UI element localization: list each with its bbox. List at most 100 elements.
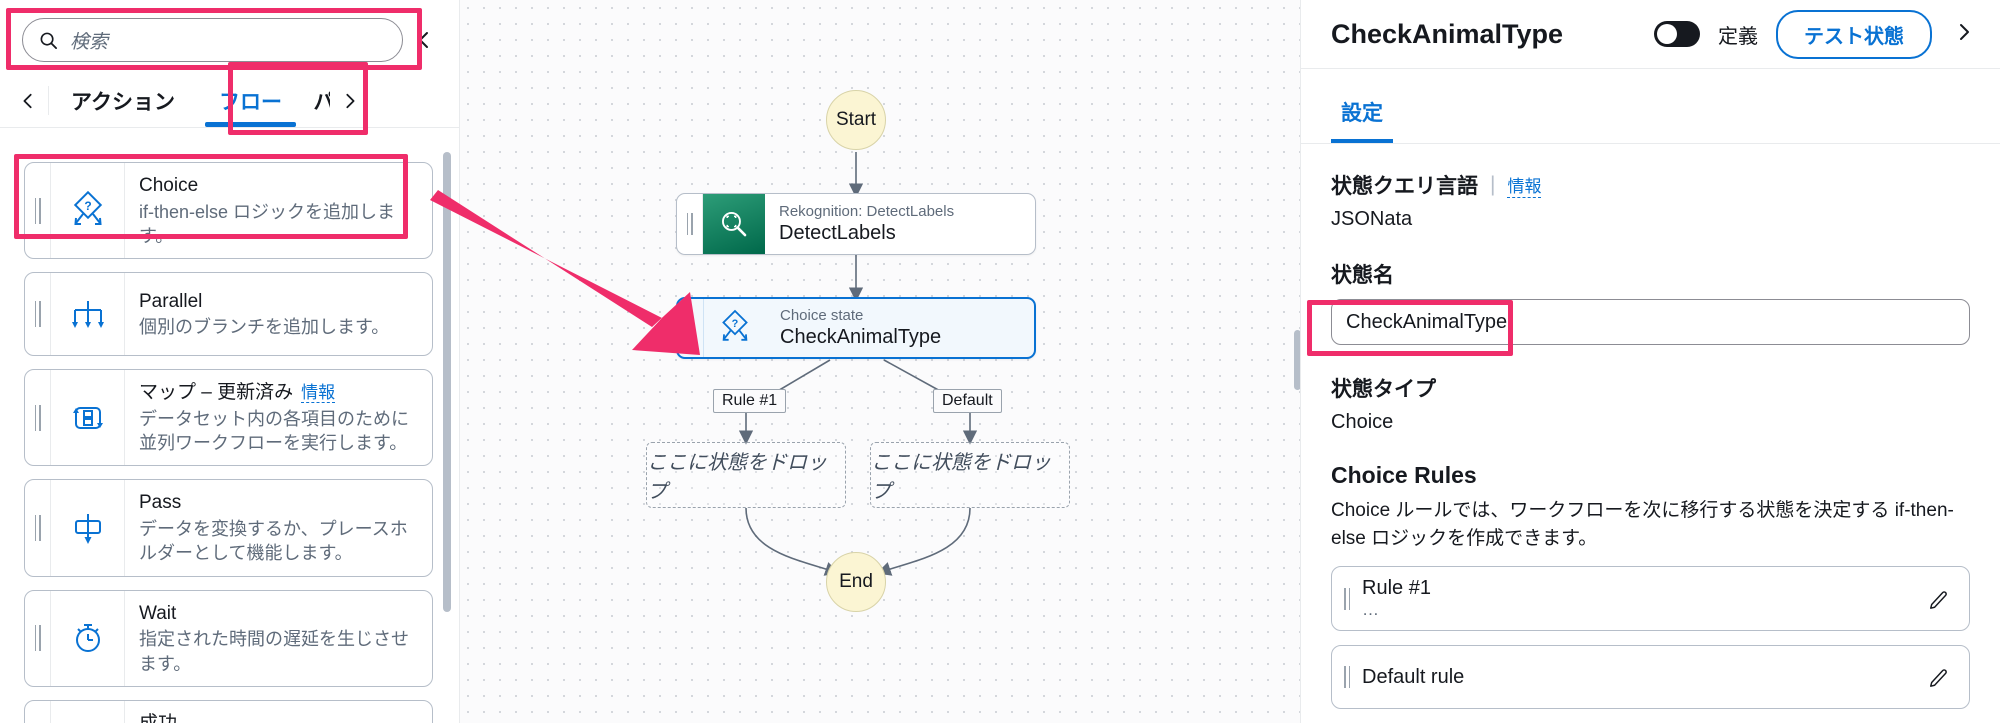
state-details-panel: CheckAnimalType 定義 テスト状態 設定 状態クエリ言語 | 情報… <box>1300 0 2000 723</box>
drag-handle-icon[interactable] <box>677 194 703 254</box>
drag-handle-icon[interactable] <box>678 299 704 357</box>
tab-flow[interactable]: フロー <box>197 74 304 127</box>
spacer <box>1331 434 1970 462</box>
state-name-input[interactable] <box>1331 299 1970 345</box>
tab-settings[interactable]: 設定 <box>1331 91 1393 143</box>
details-header: CheckAnimalType 定義 テスト状態 <box>1301 0 2000 69</box>
state-browser-panel: 検索 アクション フロー パ <box>0 0 460 723</box>
state-list: ? Choice if-then-else ロジックを追加します。 <box>0 150 459 723</box>
state-list-item-choice[interactable]: ? Choice if-then-else ロジックを追加します。 <box>24 162 433 260</box>
tabs-next-icon[interactable] <box>330 74 370 127</box>
state-title: マップ – 更新済み情報 <box>139 380 418 406</box>
state-title-text: マップ – 更新済み <box>139 382 294 404</box>
wait-clock-icon <box>51 590 125 686</box>
rule-subtitle: … <box>1362 600 1380 620</box>
info-link[interactable]: 情報 <box>301 383 336 404</box>
state-title: 成功 <box>139 711 418 723</box>
state-desc: データセット内の各項目のために並列ワークフローを実行します。 <box>139 408 409 454</box>
collapse-panel-icon[interactable] <box>411 25 437 55</box>
page-title: CheckAnimalType <box>1331 18 1564 49</box>
search-placeholder: 検索 <box>70 31 109 53</box>
state-title: Pass <box>139 492 182 514</box>
edge-label-default[interactable]: Default <box>933 389 1002 413</box>
state-text: Wait 指定された時間の遅延を生じさせます。 <box>125 591 432 686</box>
choice-rules-title: Choice Rules <box>1331 462 1477 488</box>
rule-card-default-rule[interactable]: Default rule <box>1331 645 1970 710</box>
pencil-icon[interactable] <box>1909 646 1969 708</box>
drag-handle-icon[interactable] <box>25 590 51 686</box>
node-check-animal-type[interactable]: ? Choice state CheckAnimalType <box>676 297 1036 359</box>
definition-toggle-label: 定義 <box>1718 25 1758 48</box>
query-language-value: JSONata <box>1331 208 1413 230</box>
node-text: Choice state CheckAnimalType <box>766 299 959 357</box>
state-list-item-succeed[interactable]: 成功 停止し、成功としてマークします。 <box>24 699 433 723</box>
state-list-item-parallel[interactable]: Parallel 個別のブランチを追加します。 <box>24 272 433 357</box>
tab-actions[interactable]: アクション <box>71 90 175 114</box>
tab-patterns[interactable]: パ <box>313 90 330 114</box>
svg-text:?: ? <box>732 318 739 330</box>
parallel-branch-icon <box>51 273 125 356</box>
dropzone-rule-1[interactable]: ここに状態をドロップ <box>646 442 846 508</box>
query-language-label: 状態クエリ言語 | 情報 <box>1331 170 1970 200</box>
dropzone-default[interactable]: ここに状態をドロップ <box>870 442 1070 508</box>
state-name-label: 状態名 <box>1331 264 1394 287</box>
state-type-label: 状態タイプ <box>1331 378 1436 401</box>
state-text: マップ – 更新済み情報 データセット内の各項目のために並列ワークフローを実行し… <box>125 370 432 465</box>
canvas-scrollbar[interactable] <box>1294 330 1300 390</box>
search-input[interactable]: 検索 <box>22 18 403 62</box>
rule-text: Default rule <box>1362 646 1909 708</box>
rule-card-rule-1[interactable]: Rule #1 … <box>1331 566 1970 632</box>
drag-handle-icon[interactable] <box>25 480 51 576</box>
drag-handle-icon[interactable] <box>25 700 51 723</box>
state-text: Pass データを変換するか、プレースホルダーとして機能します。 <box>125 480 432 575</box>
query-language-label-text: 状態クエリ言語 <box>1331 175 1478 198</box>
drag-handle-icon[interactable] <box>25 163 51 259</box>
state-list-item-map[interactable]: マップ – 更新済み情報 データセット内の各項目のために並列ワークフローを実行し… <box>24 369 433 467</box>
edge-label-rule-1[interactable]: Rule #1 <box>713 389 787 413</box>
node-subtitle: Rekognition: DetectLabels <box>779 202 955 220</box>
rule-text: Rule #1 … <box>1362 567 1909 630</box>
pass-arrow-icon <box>51 480 125 576</box>
node-detect-labels[interactable]: Rekognition: DetectLabels DetectLabels <box>676 193 1036 255</box>
map-loop-icon <box>51 370 125 466</box>
state-list-scrollbar[interactable] <box>443 152 451 712</box>
drag-handle-icon[interactable] <box>25 273 51 356</box>
scrollbar-thumb[interactable] <box>443 152 451 612</box>
state-list-item-wait[interactable]: Wait 指定された時間の遅延を生じさせます。 <box>24 589 433 687</box>
drag-handle-icon[interactable] <box>1332 567 1362 630</box>
tabs-prev-icon[interactable] <box>8 74 48 127</box>
state-title: Wait <box>139 602 177 624</box>
details-tabs: 設定 <box>1301 69 2000 144</box>
chevron-right-icon[interactable] <box>1950 19 1978 50</box>
node-title: CheckAnimalType <box>780 325 942 348</box>
spacer <box>1331 345 1970 373</box>
test-state-button[interactable]: テスト状態 <box>1776 9 1932 59</box>
success-check-icon <box>51 700 125 723</box>
drag-handle-icon[interactable] <box>25 370 51 466</box>
state-desc: データを変換するか、プレースホルダーとして機能します。 <box>139 519 408 564</box>
definition-toggle[interactable] <box>1654 21 1700 47</box>
end-node[interactable]: End <box>826 552 886 612</box>
state-title: Choice <box>139 175 199 196</box>
state-text: Choice if-then-else ロジックを追加します。 <box>125 163 432 258</box>
rule-title: Default rule <box>1362 665 1465 688</box>
end-label: End <box>839 571 873 592</box>
state-list-item-pass[interactable]: Pass データを変換するか、プレースホルダーとして機能します。 <box>24 479 433 577</box>
state-desc: 個別のブランチを追加します。 <box>139 317 390 338</box>
choice-diamond-icon: ? <box>51 163 125 259</box>
drag-handle-icon[interactable] <box>1332 646 1362 708</box>
start-node[interactable]: Start <box>826 90 886 150</box>
category-tabs: アクション フロー パ <box>0 74 459 128</box>
workflow-canvas[interactable]: Start Rekognition: DetectLabels DetectLa… <box>460 0 1300 723</box>
state-desc: if-then-else ロジックを追加します。 <box>139 201 396 246</box>
state-type-value: Choice <box>1331 411 1394 433</box>
search-icon <box>39 31 58 50</box>
choice-diamond-icon: ? <box>704 299 766 357</box>
spacer <box>1331 231 1970 259</box>
node-title: DetectLabels <box>779 221 896 244</box>
info-link[interactable]: 情報 <box>1507 172 1542 198</box>
state-text: 成功 停止し、成功としてマークします。 <box>125 701 432 723</box>
pencil-icon[interactable] <box>1909 567 1969 630</box>
node-text: Rekognition: DetectLabels DetectLabels <box>765 194 972 254</box>
